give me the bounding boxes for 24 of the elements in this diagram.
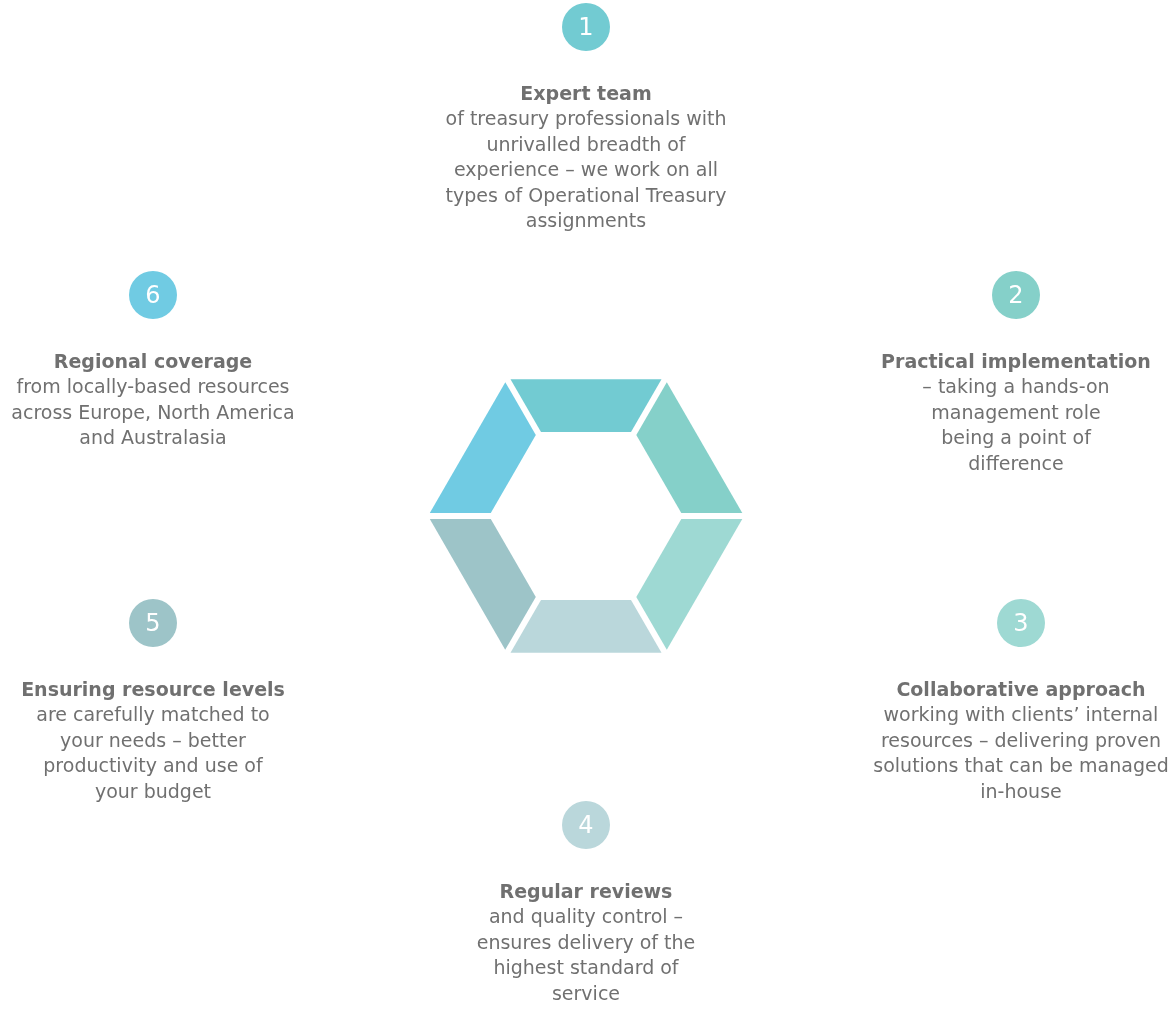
- heading: Regional coverage: [53, 349, 253, 374]
- description: and quality control – ensures delivery of the highest standard of service: [475, 904, 697, 1006]
- number-circle: 1: [562, 3, 610, 51]
- heading: Expert team: [520, 81, 652, 106]
- description: are carefully matched to your needs – better productivity and use of your budget: [35, 702, 271, 804]
- hexagon-segment: [636, 519, 743, 650]
- heading: Ensuring resource levels: [21, 677, 285, 702]
- hexagon-segment: [636, 382, 743, 513]
- hexagon-segment: [510, 600, 662, 653]
- description: working with clients’ internal resources – delivering proven solutions that can be managed in-house: [872, 702, 1170, 804]
- number-circle: 5: [129, 599, 177, 647]
- heading: Collaborative approach: [896, 677, 1146, 702]
- description: from locally-based resources across Europe, North America and Australasia: [10, 374, 296, 450]
- number-circle: 2: [992, 271, 1040, 319]
- heading: Regular reviews: [499, 879, 673, 904]
- hexagon-segment: [510, 379, 662, 432]
- heading: Practical implementation: [881, 349, 1151, 374]
- description: of treasury professionals with unrivalled breadth of experience – we work on all types of Operational Treasury assignments: [444, 106, 728, 233]
- number-circle: 4: [562, 801, 610, 849]
- description: – taking a hands-on management role being a point of difference: [921, 374, 1111, 476]
- hexagon-segment: [429, 519, 536, 650]
- hexagon-segment: [429, 382, 536, 513]
- number-circle: 3: [997, 599, 1045, 647]
- number-circle: 6: [129, 271, 177, 319]
